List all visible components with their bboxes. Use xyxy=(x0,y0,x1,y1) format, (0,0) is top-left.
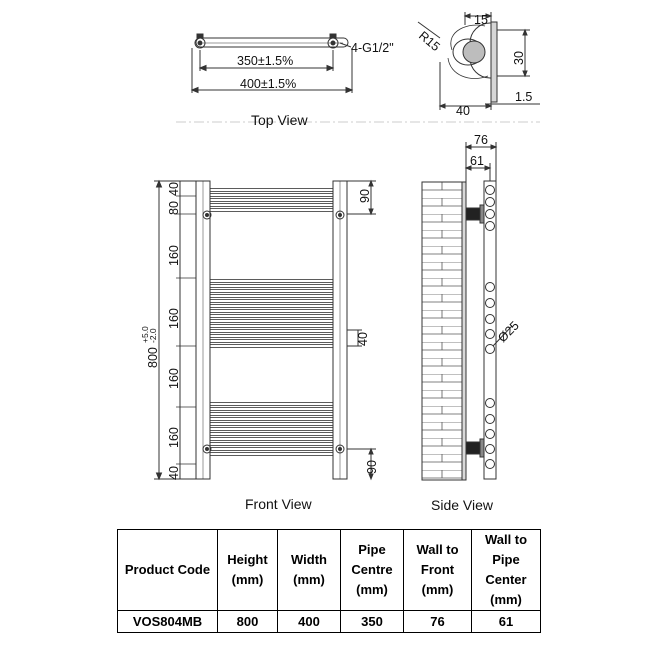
top-rail xyxy=(195,37,349,48)
heating-bar xyxy=(209,422,334,426)
heating-bar xyxy=(209,417,334,421)
dim-phi: Ø25 xyxy=(495,318,522,345)
heating-bar xyxy=(209,279,334,283)
pipe-section xyxy=(462,40,486,64)
value-height: 800 xyxy=(217,610,278,633)
heating-bar xyxy=(209,198,334,202)
bar-end-circle xyxy=(485,221,495,231)
bar-end-circle xyxy=(485,314,495,324)
side-view xyxy=(421,142,513,481)
dim-left-6: 160 xyxy=(167,427,181,448)
value-pipe-centre: 350 xyxy=(340,610,404,633)
heating-bars xyxy=(209,188,334,456)
bar-end-circle xyxy=(485,282,495,292)
value-product-code: VOS804MB xyxy=(117,610,218,633)
spec-value-row: VOS804MB 800 400 350 76 61 xyxy=(117,610,541,633)
top-view-title: Top View xyxy=(251,112,308,128)
header-height: Height(mm) xyxy=(217,529,278,611)
heating-bar xyxy=(209,324,334,328)
bar-ends xyxy=(485,185,495,469)
dim-thread: 4-G1/2" xyxy=(351,41,394,55)
heating-bar xyxy=(209,319,334,323)
dim-left-7: 40 xyxy=(167,466,181,480)
dim-width: 400±1.5% xyxy=(240,77,296,91)
heating-bar xyxy=(209,447,334,451)
dim-left-5: 160 xyxy=(167,368,181,389)
dim-height: 800 xyxy=(146,347,160,368)
dim-15: 15 xyxy=(474,13,488,27)
dim-pipe-centre: 350±1.5% xyxy=(237,54,293,68)
dim-76: 76 xyxy=(474,133,488,147)
heating-bar xyxy=(209,407,334,411)
value-wall-to-pipe-center: 61 xyxy=(471,610,541,633)
heating-bar xyxy=(209,299,334,303)
heating-bar xyxy=(209,452,334,456)
heating-bar xyxy=(209,339,334,343)
dim-left-3: 160 xyxy=(167,245,181,266)
dim-radius: R15 xyxy=(416,29,443,54)
heating-bar xyxy=(209,208,334,212)
heating-bar xyxy=(209,442,334,446)
heating-bar xyxy=(209,402,334,406)
bar-end-circle xyxy=(485,209,495,219)
heating-bar xyxy=(209,334,334,338)
heating-bar xyxy=(209,289,334,293)
header-width: Width(mm) xyxy=(277,529,341,611)
heating-bar xyxy=(209,309,334,313)
fixing-detail xyxy=(417,12,540,110)
heating-bar xyxy=(209,314,334,318)
brick-wall xyxy=(421,181,463,481)
front-view-title: Front View xyxy=(245,496,313,512)
dim-left-4: 160 xyxy=(167,308,181,329)
bar-end-circle xyxy=(485,429,495,439)
bar-end-circle xyxy=(485,398,495,408)
bar-end-circle xyxy=(485,459,495,469)
front-view xyxy=(154,179,376,481)
bar-end-circle xyxy=(485,414,495,424)
side-view-title: Side View xyxy=(431,497,494,513)
bar-end-circle xyxy=(485,344,495,354)
dim-1-5: 1.5 xyxy=(515,90,532,104)
heating-bar xyxy=(209,329,334,333)
heating-bar xyxy=(209,412,334,416)
bar-end-circle xyxy=(485,444,495,454)
bar-end-circle xyxy=(485,185,495,195)
heating-bar xyxy=(209,203,334,207)
dim-30: 30 xyxy=(512,51,526,65)
heating-bar xyxy=(209,432,334,436)
dim-left-1: 40 xyxy=(167,182,181,196)
dim-left-2: 80 xyxy=(167,201,181,215)
heating-bar xyxy=(209,193,334,197)
bar-end-circle xyxy=(485,197,495,207)
dim-right-1: 90 xyxy=(358,189,372,203)
bar-end-circle xyxy=(485,329,495,339)
heating-bar xyxy=(209,437,334,441)
dim-61: 61 xyxy=(470,154,484,168)
heating-bar xyxy=(209,188,334,192)
heating-bar xyxy=(209,344,334,348)
dim-right-3: 90 xyxy=(365,460,379,474)
dim-40: 40 xyxy=(456,104,470,118)
header-product-code: Product Code xyxy=(117,529,218,611)
dim-right-2: 40 xyxy=(356,332,370,346)
dim-height-tol-lower: -2.0 xyxy=(148,328,158,343)
value-width: 400 xyxy=(277,610,341,633)
heating-bar xyxy=(209,427,334,431)
value-wall-to-front: 76 xyxy=(403,610,472,633)
heating-bar xyxy=(209,284,334,288)
heating-bar xyxy=(209,304,334,308)
dim-height-tol-upper: +5.0 xyxy=(140,326,150,343)
top-view xyxy=(190,33,354,94)
technical-drawing: 350±1.5% 400±1.5% 4-G1/2" Top View R15 1… xyxy=(140,12,540,513)
bar-end-circle xyxy=(485,298,495,308)
heating-bar xyxy=(209,294,334,298)
